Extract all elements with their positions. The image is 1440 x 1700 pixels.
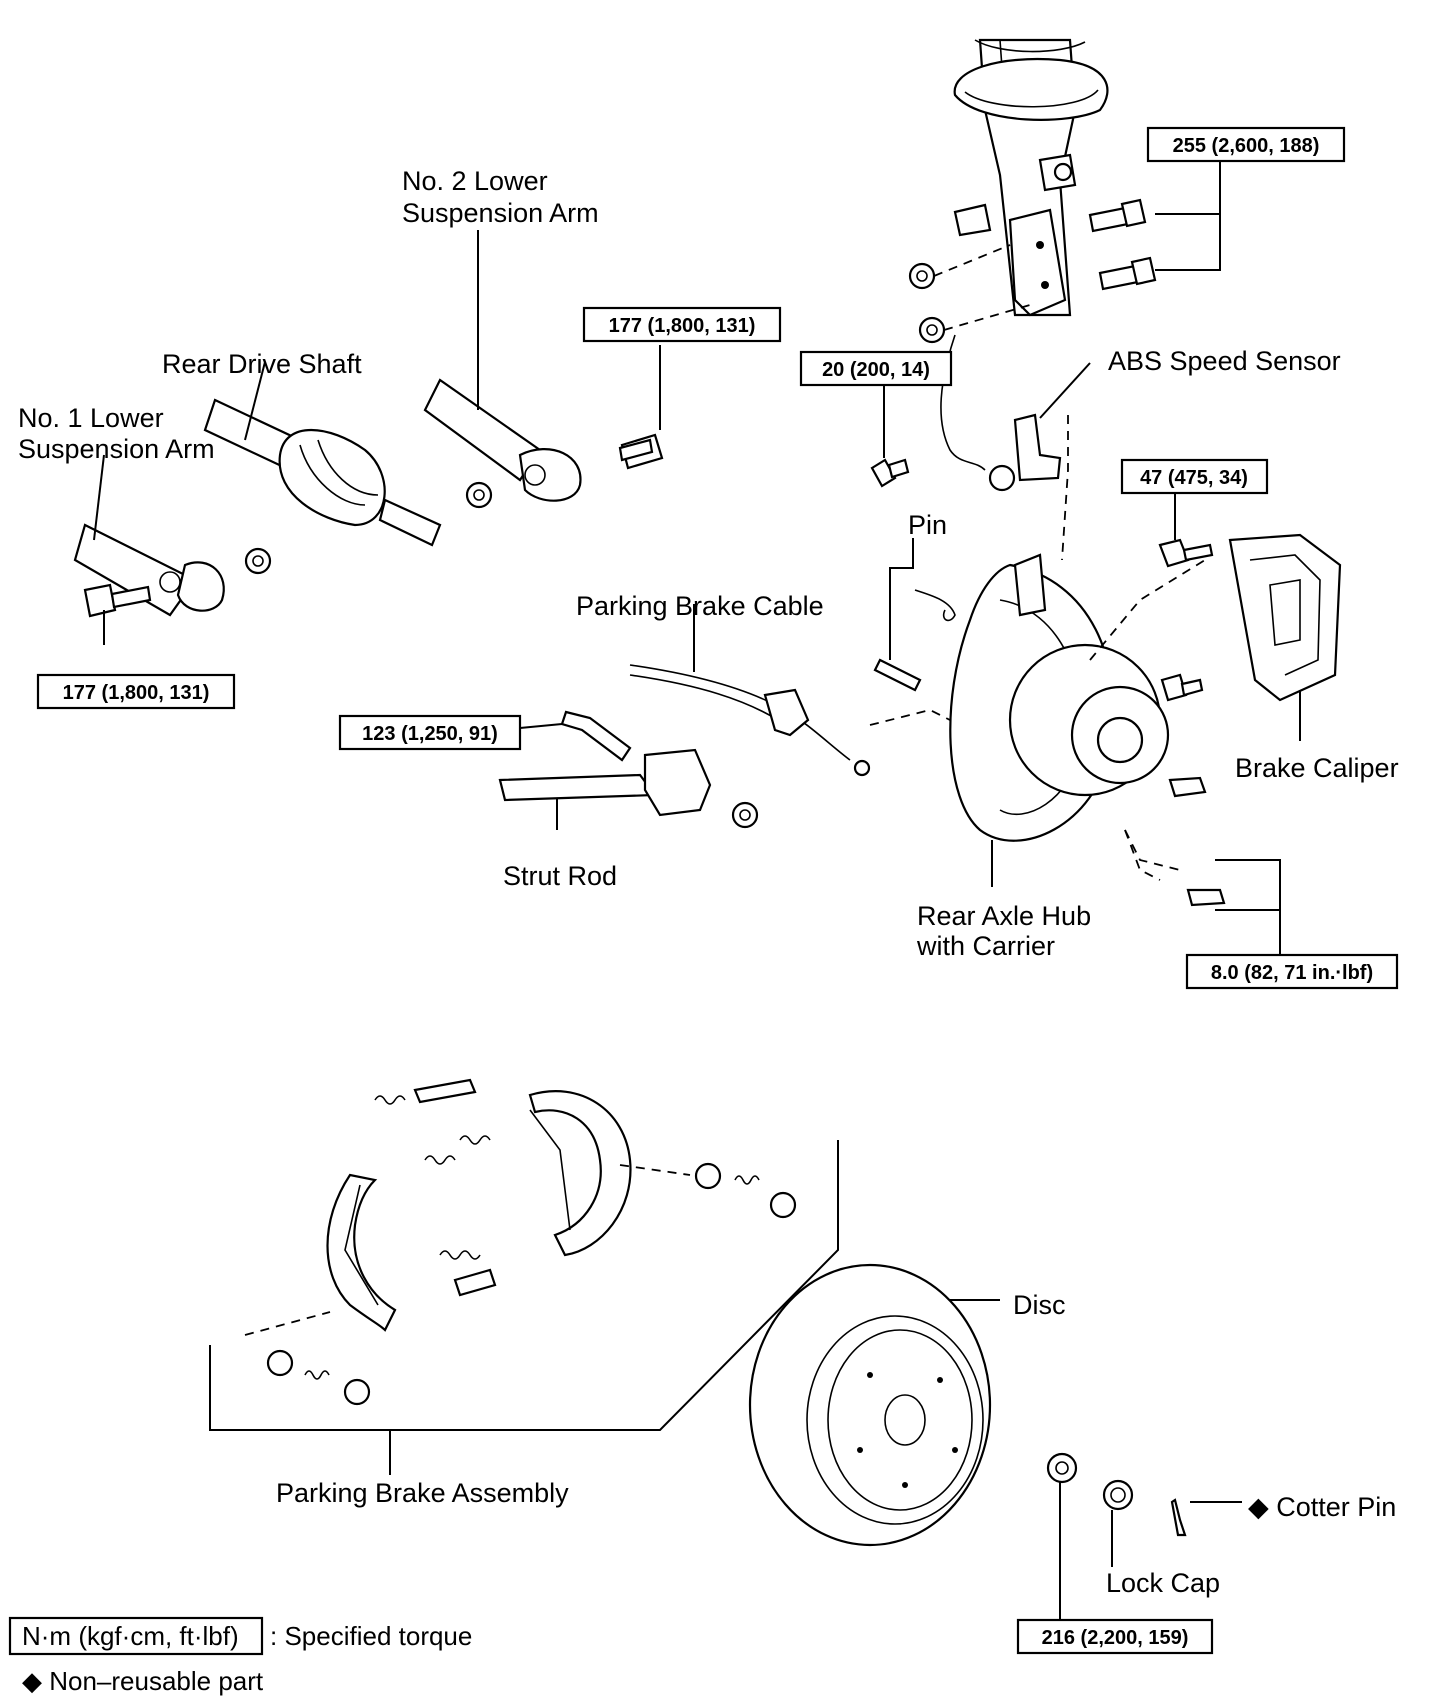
torque-box-123: 123 (1,250, 91) xyxy=(338,714,522,751)
caliper-mount-bolt xyxy=(1160,673,1204,702)
parking-brake-assembly-part xyxy=(244,1078,797,1406)
strut-rod-part xyxy=(498,748,712,817)
torque-box-8: 8.0 (82, 71 in.·lbf) xyxy=(1185,953,1399,990)
legend-nonreusable: ◆ Non–reusable part xyxy=(22,1666,264,1696)
label-no1-arm-line2: Suspension Arm xyxy=(18,434,215,464)
torque-box-177-left: 177 (1,800, 131) xyxy=(36,673,236,710)
svg-text:47 (475, 34): 47 (475, 34) xyxy=(1140,467,1248,489)
strut-bolt-lower xyxy=(1098,256,1157,291)
hub-bolt-lower xyxy=(1186,888,1226,907)
strut-bolt-upper xyxy=(1088,198,1147,233)
hub-bolt-upper xyxy=(1168,776,1207,798)
torque-box-20: 20 (200, 14) xyxy=(799,350,953,387)
label-brake-caliper: Brake Caliper xyxy=(1235,753,1399,783)
svg-text:123 (1,250, 91): 123 (1,250, 91) xyxy=(362,723,498,745)
label-strut-rod: Strut Rod xyxy=(503,861,617,891)
label-cotter-pin: ◆ Cotter Pin xyxy=(1248,1492,1396,1522)
svg-text:255 (2,600, 188): 255 (2,600, 188) xyxy=(1173,135,1320,157)
svg-text:8.0 (82, 71 in.·lbf): 8.0 (82, 71 in.·lbf) xyxy=(1211,962,1373,984)
label-no1-arm-line1: No. 1 Lower xyxy=(18,403,164,433)
legend-unit-desc: : Specified torque xyxy=(270,1621,472,1651)
caliper-bolt xyxy=(1158,538,1214,568)
label-disc: Disc xyxy=(1013,1290,1066,1320)
abs-sensor-bolt xyxy=(870,458,910,488)
torque-box-216: 216 (2,200, 159) xyxy=(1016,1618,1214,1655)
label-parking-brake-cable: Parking Brake Cable xyxy=(576,591,824,621)
cotter-pin-part xyxy=(1170,1498,1187,1537)
torque-box-255: 255 (2,600, 188) xyxy=(1146,126,1346,163)
rear-drive-shaft-part xyxy=(203,398,442,547)
lock-cap-part xyxy=(1102,1479,1134,1511)
legend-unit-box: N·m (kgf·cm, ft·lbf) xyxy=(22,1621,239,1651)
no2-arm-bolt xyxy=(618,433,664,470)
label-rear-axle-hub-line2: with Carrier xyxy=(916,931,1055,961)
svg-text:177 (1,800, 131): 177 (1,800, 131) xyxy=(63,682,210,704)
label-rear-drive-shaft: Rear Drive Shaft xyxy=(162,349,362,379)
label-rear-axle-hub-line1: Rear Axle Hub xyxy=(917,901,1091,931)
legend: N·m (kgf·cm, ft·lbf) : Specified torque … xyxy=(8,1616,472,1696)
pin-part xyxy=(873,589,956,692)
svg-text:216 (2,200, 159): 216 (2,200, 159) xyxy=(1042,1627,1189,1649)
no1-arm-bolt xyxy=(83,583,152,618)
no1-lower-suspension-arm xyxy=(73,523,225,617)
torque-box-47: 47 (475, 34) xyxy=(1120,458,1269,495)
strut-assembly xyxy=(953,38,1109,317)
disc-part xyxy=(748,1263,992,1547)
no2-lower-suspension-arm xyxy=(423,378,582,502)
label-parking-brake-assembly: Parking Brake Assembly xyxy=(276,1478,569,1508)
no2-arm-nut xyxy=(465,481,493,509)
leader-lines xyxy=(93,150,1301,1620)
torque-box-177-top: 177 (1,800, 131) xyxy=(582,306,782,343)
svg-text:177 (1,800, 131): 177 (1,800, 131) xyxy=(609,315,756,337)
no1-arm-nut xyxy=(244,547,272,575)
abs-speed-sensor-part xyxy=(940,334,1062,492)
strut-nut-upper xyxy=(908,262,936,290)
rear-axle-hub-part xyxy=(949,553,1170,842)
strut-rod-nut xyxy=(731,801,759,829)
label-no2-arm-line1: No. 2 Lower xyxy=(402,166,548,196)
strut-rod-bolt xyxy=(560,710,632,762)
label-no2-arm-line2: Suspension Arm xyxy=(402,198,599,228)
svg-text:20 (200, 14): 20 (200, 14) xyxy=(822,359,930,381)
strut-nut-lower xyxy=(918,316,946,344)
parking-brake-cable-part xyxy=(629,664,871,777)
brake-caliper-part xyxy=(1228,533,1342,702)
label-abs-speed-sensor: ABS Speed Sensor xyxy=(1108,346,1341,376)
label-lock-cap: Lock Cap xyxy=(1106,1568,1220,1598)
label-pin: Pin xyxy=(908,510,947,540)
hub-nut xyxy=(1046,1452,1078,1484)
